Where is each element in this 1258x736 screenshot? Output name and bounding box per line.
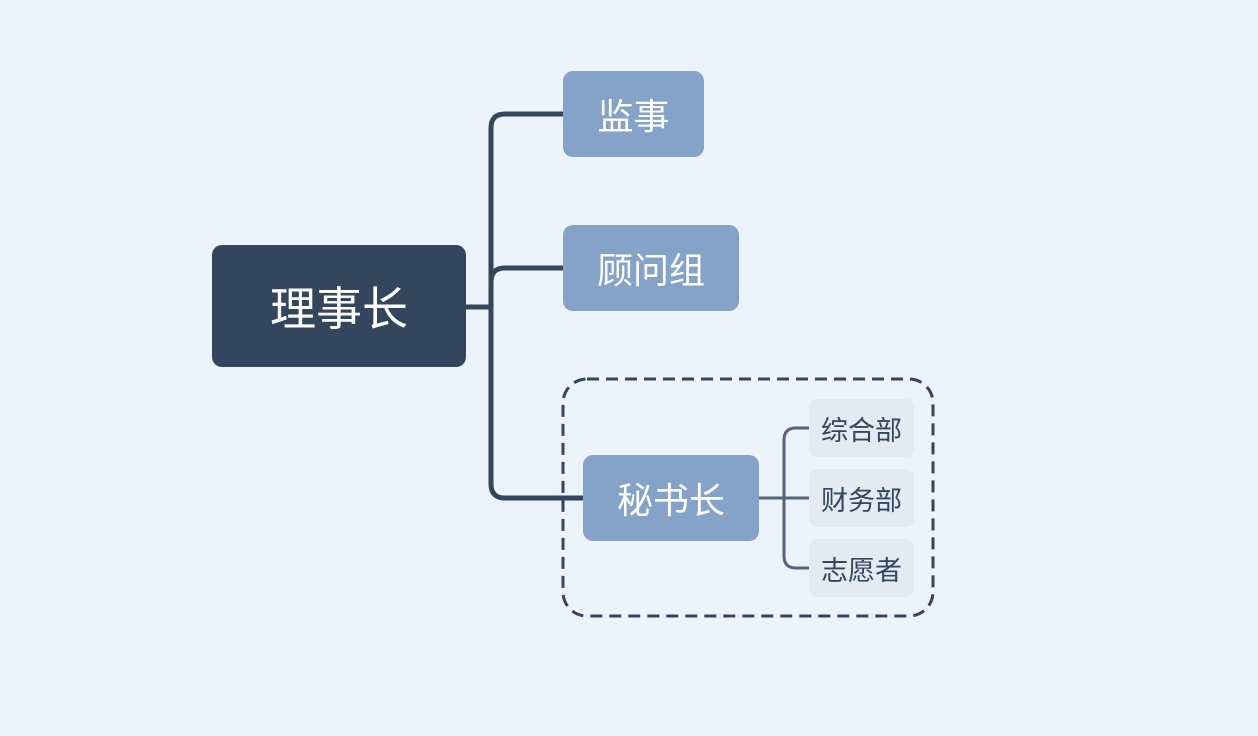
- branch-node-supervisor[interactable]: 监事: [563, 71, 704, 157]
- leaf-node-general-affairs[interactable]: 综合部: [809, 399, 914, 457]
- branch-node-label: 顾问组: [596, 251, 705, 292]
- leaf-node-label: 财务部: [821, 485, 902, 517]
- root-node-chairman[interactable]: 理事长: [212, 245, 466, 367]
- leaf-node-finance[interactable]: 财务部: [809, 469, 914, 527]
- branch-node-label: 监事: [597, 97, 670, 138]
- connector-to-secretary: [488, 304, 586, 501]
- leaf-node-label: 综合部: [821, 415, 902, 447]
- leaf-node-label: 志愿者: [821, 555, 902, 587]
- root-node-label: 理事长: [270, 282, 408, 336]
- secretary-group-boundary: [561, 377, 935, 618]
- connector-to-volunteer: [782, 498, 809, 570]
- connector-to-supervisor: [488, 111, 566, 310]
- branch-node-advisory-group[interactable]: 顾问组: [563, 225, 739, 311]
- connector-to-general: [782, 426, 809, 498]
- connector-to-advisory: [488, 265, 566, 310]
- branch-node-label: 秘书长: [616, 481, 725, 522]
- branch-node-secretary-general[interactable]: 秘书长: [583, 455, 759, 541]
- leaf-node-volunteers[interactable]: 志愿者: [809, 539, 914, 597]
